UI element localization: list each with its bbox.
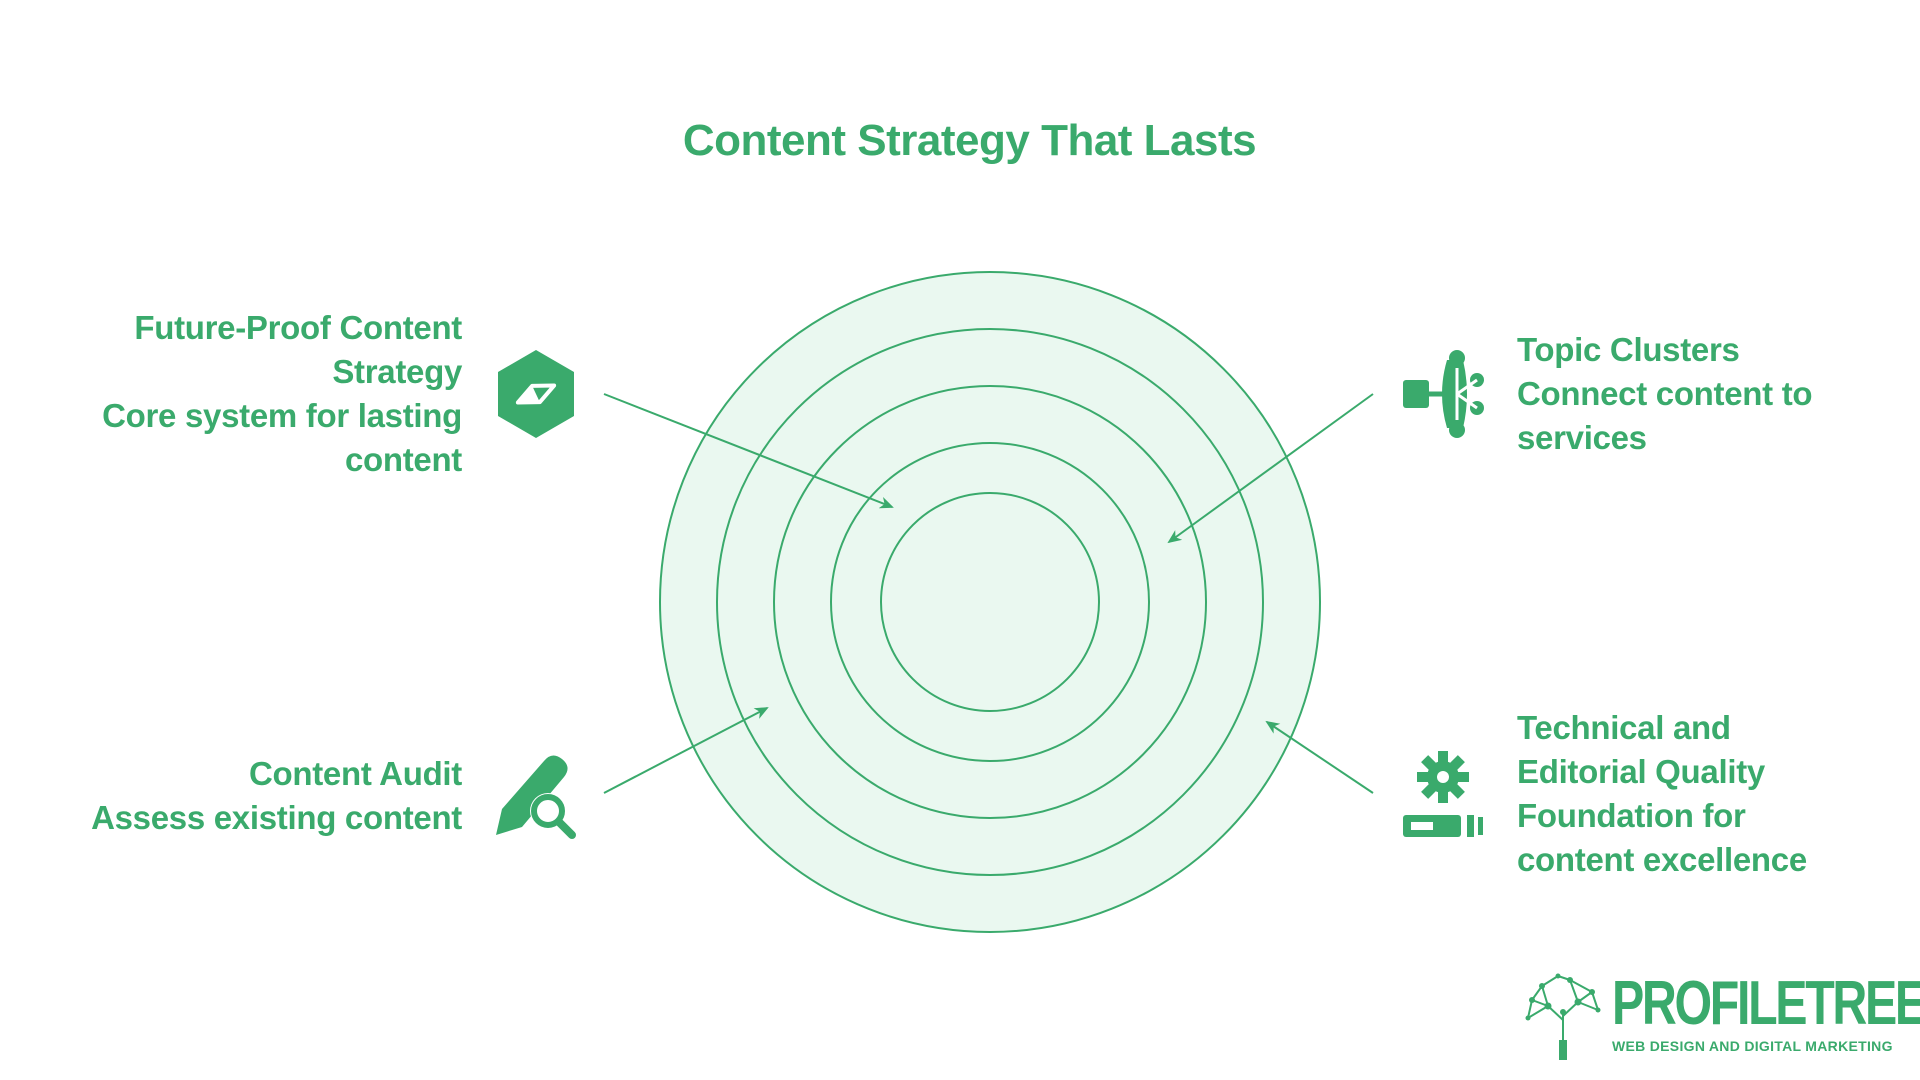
diagram-title: Content Strategy That Lasts [682,116,1257,165]
future-proof-heading-line2: Strategy [332,353,462,390]
compass-icon [498,350,574,438]
future-proof-heading-line1: Future-Proof Content [134,309,462,346]
topic-clusters-desc-line1: Connect content to [1517,375,1813,412]
technical-quality-label: Technical and Editorial Quality Foundati… [1517,706,1917,882]
content-audit-desc: Assess existing content [91,799,462,836]
arrow-technical-quality [1265,720,1374,794]
technical-quality-desc-line2: content excellence [1517,841,1807,878]
profiletree-logo: PROFILETREE WEB DESIGN AND DIGITAL MARKE… [1520,969,1920,1060]
tree-network-icon [1525,973,1601,1060]
technical-quality-heading-line1: Technical and [1517,709,1731,746]
arrows [603,393,1374,794]
topic-clusters-desc-line2: services [1517,419,1647,456]
future-proof-desc-line1: Core system for lasting [102,397,462,434]
network-hub-icon [1403,350,1484,438]
logo-tagline: WEB DESIGN AND DIGITAL MARKETING [1612,1038,1893,1054]
arrow-future-proof [603,393,894,509]
technical-quality-desc-line1: Foundation for [1517,797,1746,834]
gear-battery-icon [1403,751,1483,837]
technical-quality-heading-line2: Editorial Quality [1517,753,1765,790]
pencil-magnifier-icon [496,755,576,839]
content-audit-label: Content Audit Assess existing content [60,752,462,840]
arrow-topic-clusters [1167,393,1374,544]
future-proof-desc-line2: content [344,441,462,478]
topic-clusters-label: Topic Clusters Connect content to servic… [1517,328,1917,460]
topic-clusters-heading: Topic Clusters [1517,331,1740,368]
rings [659,271,1321,933]
arrow-content-audit [603,707,769,794]
future-proof-label: Future-Proof Content Strategy Core syste… [60,306,462,482]
logo-wordmark: PROFILETREE [1612,969,1920,1038]
ring-inner-5 [880,492,1100,712]
content-audit-heading: Content Audit [249,755,462,792]
